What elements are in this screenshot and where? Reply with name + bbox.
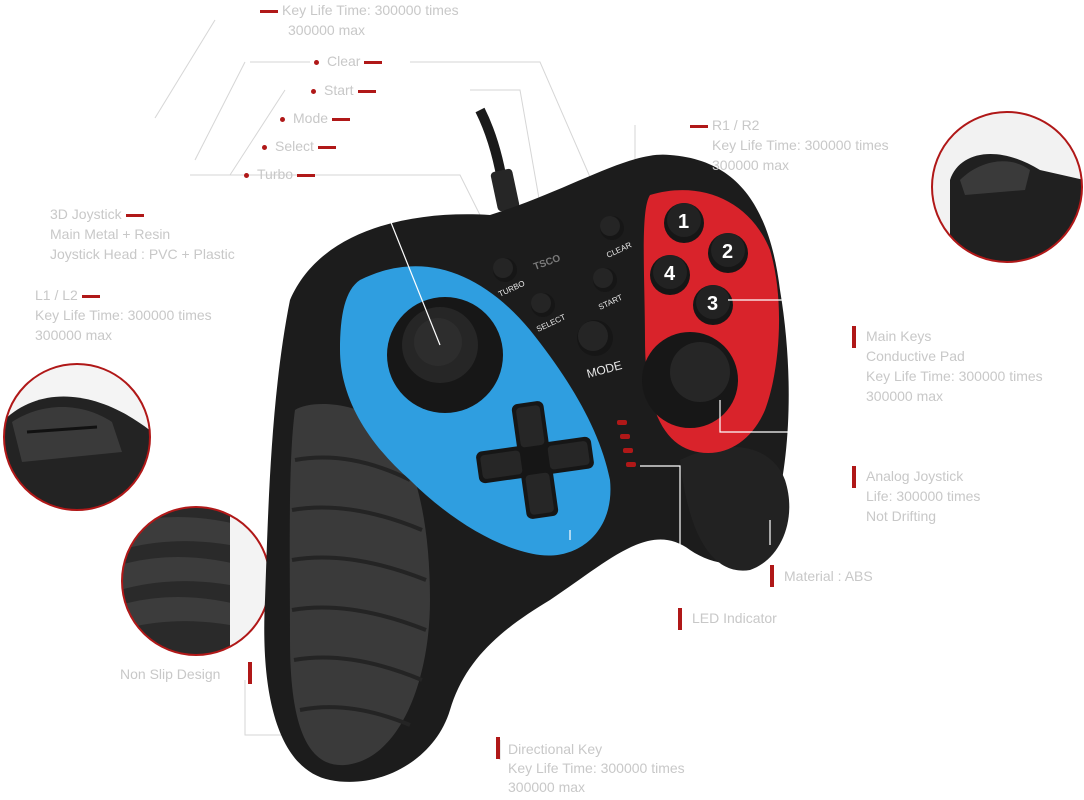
led-indicators	[617, 420, 636, 467]
callout-dot	[280, 116, 285, 122]
callout-marker	[852, 466, 856, 488]
button-3-label: 3	[707, 293, 718, 315]
callout-led: LED Indicator	[692, 610, 777, 626]
callout-marker	[690, 124, 708, 128]
callout-dot	[262, 144, 267, 150]
callout-mode: Mode	[280, 108, 354, 128]
callout-marker	[81, 294, 100, 298]
callout-directional-key: Directional Key Key Life Time: 300000 ti…	[508, 741, 685, 795]
callout-marker	[364, 60, 383, 64]
callout-3d-joystick: 3D Joystick Main Metal + Resin Joystick …	[50, 206, 235, 262]
callout-turbo-spec: Key Life Time: 300000 times 300000 max	[260, 0, 459, 40]
callout-material: Material : ABS	[784, 568, 873, 584]
callout-marker	[496, 737, 500, 759]
callout-marker	[125, 213, 144, 217]
callout-dot	[244, 172, 249, 178]
cable-strain-relief	[490, 168, 520, 212]
d-pad	[476, 401, 594, 519]
callout-dot	[314, 59, 319, 65]
callout-select: Select	[262, 136, 340, 156]
callout-clear: Clear	[314, 51, 386, 71]
button-2-label: 2	[722, 241, 733, 263]
zoom-circle-grip	[121, 506, 271, 656]
callout-marker	[357, 89, 376, 93]
callout-turbo: Turbo	[244, 164, 319, 184]
callout-marker	[317, 145, 336, 149]
callout-marker	[852, 326, 856, 348]
callout-start: Start	[311, 80, 380, 100]
right-grip	[680, 446, 790, 571]
callout-marker	[297, 173, 316, 177]
callout-l1-l2: L1 / L2 Key Life Time: 300000 times 3000…	[35, 287, 212, 343]
zoom-circle-trigger-right	[931, 111, 1083, 263]
callout-marker	[332, 117, 351, 121]
gamepad-illustration: 1 2 4 3 TURBO SELECT START CLEAR MODE TS…	[264, 107, 810, 782]
button-4-label: 4	[664, 263, 676, 285]
callout-marker	[248, 662, 252, 684]
zoom-circle-trigger-left	[3, 363, 151, 511]
callout-r1-r2: R1 / R2 Key Life Time: 300000 times 3000…	[690, 115, 889, 175]
callout-analog-joystick: Analog Joystick Life: 300000 times Not D…	[866, 468, 981, 524]
left-grip	[289, 404, 430, 766]
callout-marker	[770, 565, 774, 587]
callout-non-slip: Non Slip Design	[120, 666, 221, 682]
callout-dot	[311, 88, 316, 94]
callout-marker	[678, 608, 682, 630]
right-joystick-cap	[670, 342, 730, 402]
callout-marker	[260, 9, 278, 13]
callout-main-keys: Main Keys Conductive Pad Key Life Time: …	[866, 328, 1043, 404]
button-1-label: 1	[678, 211, 689, 233]
